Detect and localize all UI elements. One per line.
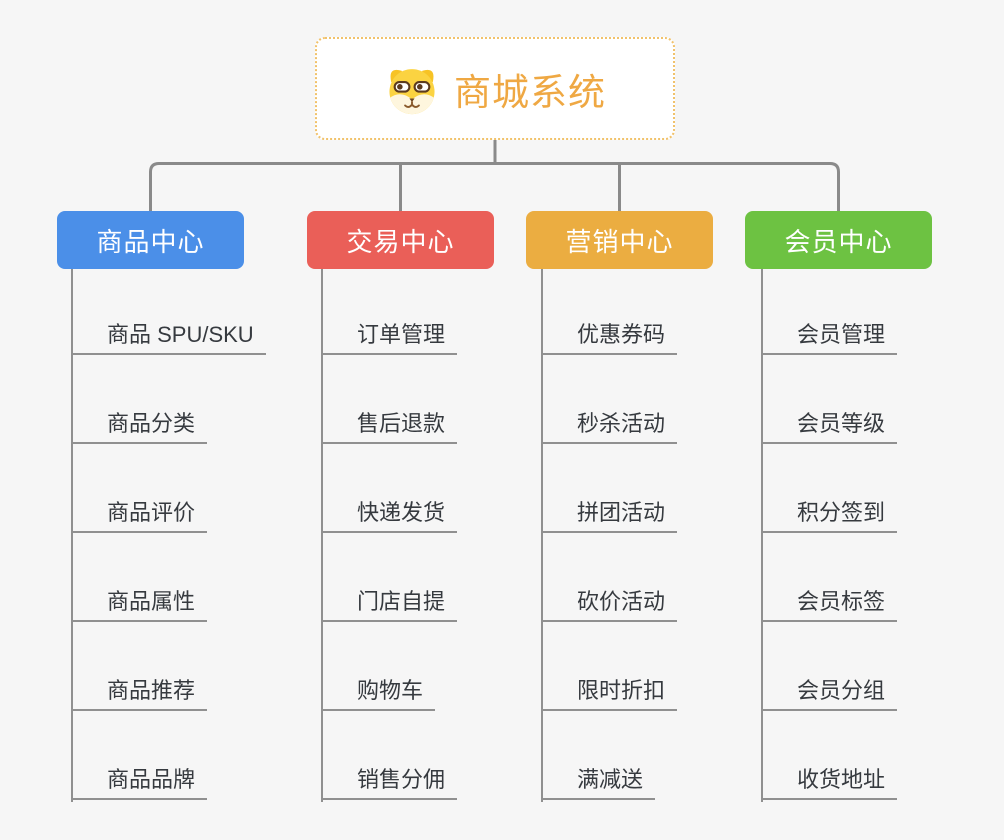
child-node[interactable]: 门店自提 [322,580,458,622]
branch-header-member-center[interactable]: 会员中心 [745,211,932,269]
child-node[interactable]: 秒杀活动 [542,402,678,444]
child-node[interactable]: 销售分佣 [322,758,458,800]
branch-header-trade-center[interactable]: 交易中心 [307,211,494,269]
child-node[interactable]: 商品 SPU/SKU [72,313,266,355]
child-node[interactable]: 订单管理 [322,313,458,355]
child-node[interactable]: 满减送 [542,758,656,800]
branch-column-trade-center: 订单管理 售后退款 快递发货 门店自提 购物车 销售分佣 [321,269,552,809]
dog-face-icon [389,68,435,114]
branch-column-member-center: 会员管理 会员等级 积分签到 会员标签 会员分组 收货地址 [761,269,992,809]
branch-header-marketing-center[interactable]: 营销中心 [526,211,713,269]
child-node[interactable]: 拼团活动 [542,491,678,533]
root-title: 商城系统 [454,71,606,113]
trunk-line [541,269,543,802]
child-node[interactable]: 会员等级 [762,402,898,444]
child-node[interactable]: 收货地址 [762,758,898,800]
branch-header-product-center[interactable]: 商品中心 [57,211,244,269]
child-node[interactable]: 会员管理 [762,313,898,355]
child-node[interactable]: 售后退款 [322,402,458,444]
child-node[interactable]: 购物车 [322,669,436,711]
child-node[interactable]: 商品推荐 [72,669,208,711]
trunk-line [761,269,763,802]
child-node[interactable]: 会员标签 [762,580,898,622]
child-node[interactable]: 快递发货 [322,491,458,533]
child-node[interactable]: 商品评价 [72,491,208,533]
child-node[interactable]: 会员分组 [762,669,898,711]
child-node[interactable]: 商品品牌 [72,758,208,800]
child-node[interactable]: 优惠券码 [542,313,678,355]
child-node[interactable]: 积分签到 [762,491,898,533]
child-node[interactable]: 商品属性 [72,580,208,622]
child-node[interactable]: 砍价活动 [542,580,678,622]
trunk-line [71,269,73,802]
child-node[interactable]: 限时折扣 [542,669,678,711]
trunk-line [321,269,323,802]
branch-column-product-center: 商品 SPU/SKU 商品分类 商品评价 商品属性 商品推荐 商品品牌 [71,269,302,809]
root-node-mall-system[interactable]: 商城系统 [315,37,675,140]
child-node[interactable]: 商品分类 [72,402,208,444]
branch-column-marketing-center: 优惠券码 秒杀活动 拼团活动 砍价活动 限时折扣 满减送 [541,269,772,809]
